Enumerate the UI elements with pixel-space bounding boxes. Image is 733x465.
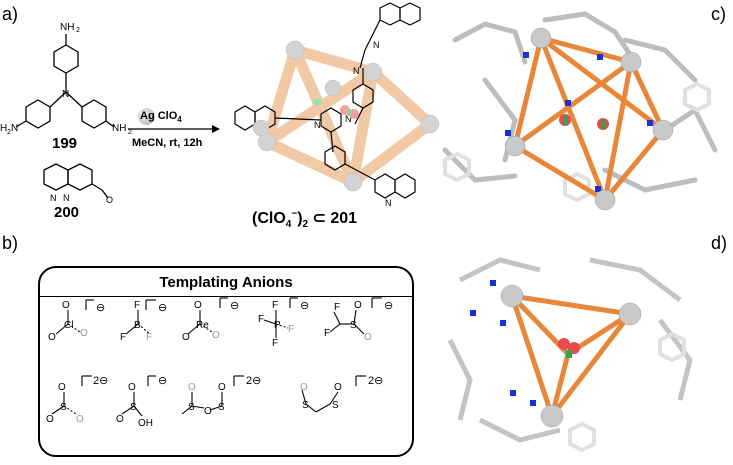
- compound-199-label: 199: [52, 135, 78, 152]
- templating-anions-box: Templating Anions: [38, 266, 414, 457]
- svg-text:O: O: [80, 328, 88, 339]
- svg-text:N: N: [353, 66, 360, 76]
- templating-anions-title: Templating Anions: [159, 274, 293, 291]
- svg-text:F: F: [334, 302, 340, 313]
- crystal-structure-view-c: [442, 11, 718, 211]
- svg-text:Cl: Cl: [64, 320, 73, 331]
- reaction-conditions: MeCN, rt, 12h: [132, 137, 203, 149]
- svg-text:O: O: [182, 332, 190, 343]
- svg-text:N: N: [385, 198, 392, 208]
- svg-text:F: F: [120, 332, 126, 343]
- svg-text:O: O: [188, 382, 196, 393]
- svg-text:S: S: [332, 400, 339, 411]
- svg-text:O: O: [106, 195, 113, 204]
- svg-text:F: F: [288, 324, 294, 335]
- cage-product-structure: N N N N N N: [234, 2, 440, 208]
- svg-text:N: N: [373, 40, 380, 50]
- svg-text:O: O: [212, 330, 220, 341]
- reaction-arrow: [128, 125, 220, 133]
- svg-text:F: F: [146, 332, 152, 343]
- svg-text:O: O: [116, 414, 124, 425]
- anion-charge-clo4: ⊖: [96, 302, 106, 314]
- svg-text:O: O: [364, 332, 372, 343]
- svg-text:O: O: [48, 332, 56, 343]
- panel-label-c: c): [711, 4, 726, 24]
- panel-label-b: b): [2, 233, 19, 253]
- anion-charge-reo4: ⊖: [230, 300, 240, 312]
- anion-charge-pf6: ⊖: [300, 300, 310, 312]
- panel-label-d: d): [711, 233, 728, 253]
- anion-charge-s2o8: 2⊖: [246, 375, 262, 387]
- panel-label-a: a): [2, 4, 19, 24]
- compound-200-label: 200: [54, 204, 80, 221]
- reagent-label: Ag ClO4: [140, 110, 182, 125]
- svg-text:NH: NH: [112, 123, 126, 134]
- svg-text:S: S: [350, 320, 357, 331]
- anion-charge-edsa: 2⊖: [368, 375, 384, 387]
- svg-text:S: S: [302, 400, 309, 411]
- svg-text:P: P: [274, 320, 281, 331]
- svg-text:O: O: [300, 382, 308, 393]
- svg-text:2: 2: [7, 129, 11, 136]
- svg-text:N: N: [50, 193, 57, 203]
- svg-text:O: O: [62, 300, 70, 311]
- anion-charge-bf4: ⊖: [158, 302, 168, 314]
- svg-text:NH: NH: [60, 22, 74, 33]
- svg-text:F: F: [272, 300, 278, 311]
- svg-text:2: 2: [128, 129, 132, 136]
- svg-text:S: S: [218, 402, 225, 413]
- svg-text:Re: Re: [196, 320, 209, 331]
- svg-text:O: O: [334, 382, 342, 393]
- product-label: (ClO4−)2 ⊂ 201: [252, 208, 358, 231]
- svg-text:O: O: [194, 300, 202, 311]
- svg-text:O: O: [204, 406, 212, 417]
- svg-text:H: H: [0, 123, 7, 134]
- svg-text:S: S: [60, 402, 67, 413]
- svg-text:O: O: [76, 414, 84, 425]
- svg-text:S: S: [130, 402, 137, 413]
- svg-text:F: F: [324, 328, 330, 339]
- svg-text:O: O: [128, 382, 136, 393]
- svg-text:N: N: [11, 123, 18, 134]
- svg-text:N: N: [62, 89, 69, 100]
- svg-text:B: B: [134, 320, 141, 331]
- svg-text:O: O: [354, 300, 362, 311]
- anion-charge-otf: ⊖: [384, 300, 394, 312]
- svg-text:F: F: [258, 314, 264, 325]
- reagent-ball: [138, 108, 155, 125]
- svg-text:O: O: [218, 382, 226, 393]
- anion-charge-so4: 2⊖: [93, 375, 109, 387]
- svg-text:F: F: [134, 300, 140, 311]
- anion-glyph: [313, 98, 359, 119]
- svg-text:N: N: [314, 120, 321, 130]
- svg-text:F: F: [272, 338, 278, 349]
- svg-text:N: N: [345, 114, 352, 124]
- anion-charge-hso4: ⊖: [158, 375, 168, 387]
- svg-text:O: O: [46, 414, 54, 425]
- svg-text:O: O: [58, 382, 66, 393]
- title-divider: [40, 296, 412, 297]
- svg-text:S: S: [188, 402, 195, 413]
- compound-200-structure: N N O: [43, 163, 113, 204]
- svg-text:2: 2: [76, 27, 80, 34]
- svg-text:OH: OH: [138, 418, 153, 429]
- crystal-structure-view-d: [447, 257, 693, 453]
- svg-text:N: N: [63, 193, 70, 203]
